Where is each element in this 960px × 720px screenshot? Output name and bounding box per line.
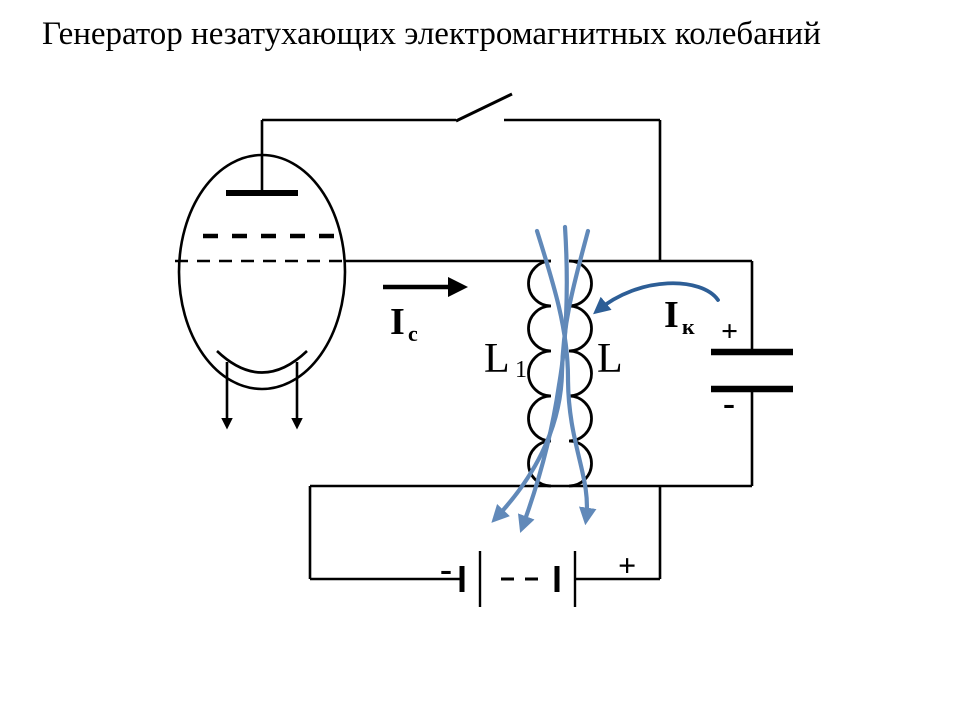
label-grid-current: I <box>390 301 405 343</box>
battery-branch <box>308 486 662 607</box>
transformer-coils <box>527 259 593 488</box>
magnetic-flux-lines <box>491 224 597 533</box>
label-capacitor-minus: - <box>723 383 735 423</box>
label-coil-L1-subscript: 1 <box>515 357 527 383</box>
flux-line-2 <box>517 224 569 533</box>
label-grid-current-subscript: с <box>408 321 418 346</box>
label-coil-L: L <box>597 336 623 382</box>
grid-circuit <box>345 259 551 298</box>
label-tank-current: I <box>664 294 679 336</box>
coil-L-tank <box>568 259 593 488</box>
label-coil-L1: L <box>484 336 510 382</box>
diagram-labels: L 1 L I с I к + - - + <box>390 294 738 589</box>
anode-circuit-wires <box>262 92 662 261</box>
switch-blade-open <box>455 92 513 123</box>
slide-title: Генератор незатухающих электромагнитных … <box>42 16 821 52</box>
tank-current-curved-arrow <box>593 281 720 315</box>
label-tank-current-subscript: к <box>682 314 695 339</box>
tank-circuit <box>310 259 793 488</box>
label-battery-minus: - <box>440 549 452 589</box>
cathode-filament-arc <box>216 350 308 374</box>
label-battery-plus: + <box>618 547 636 583</box>
coil-L1-feedback <box>527 259 552 488</box>
flux-line-3 <box>534 228 597 526</box>
label-capacitor-plus: + <box>721 315 738 348</box>
vacuum-tube <box>175 120 347 430</box>
